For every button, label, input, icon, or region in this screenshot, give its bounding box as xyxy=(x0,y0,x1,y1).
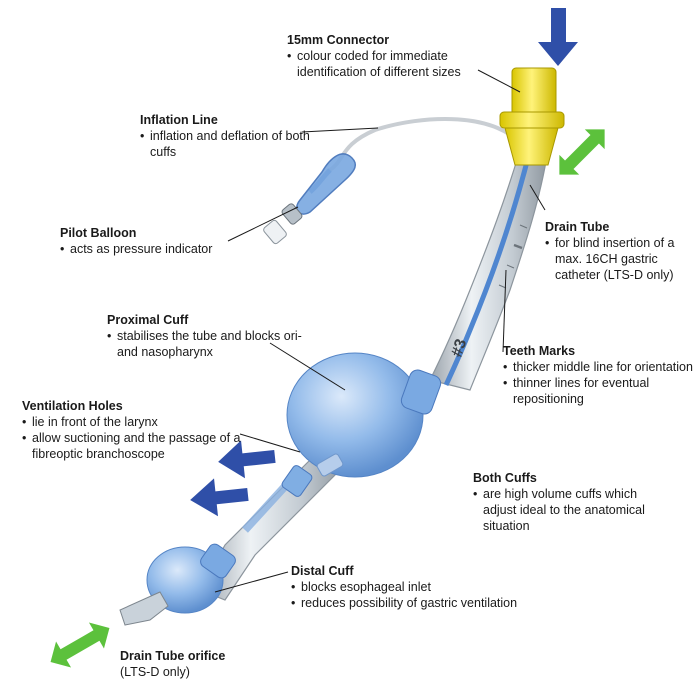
movement-arrow-icon xyxy=(559,129,605,175)
label-bullet: inflation and deflation of both cuffs xyxy=(140,128,310,160)
label-distal-cuff: Distal Cuff blocks esophageal inlet redu… xyxy=(291,563,561,611)
label-both-cuffs: Both Cuffs are high volume cuffs which a… xyxy=(473,470,673,534)
label-pilot-balloon: Pilot Balloon acts as pressure indicator xyxy=(60,225,240,257)
label-proximal-cuff: Proximal Cuff stabilises the tube and bl… xyxy=(107,312,312,360)
drain-orifice-tip xyxy=(119,591,169,626)
label-bullet: reduces possibility of gastric ventilati… xyxy=(291,595,561,611)
label-title: Both Cuffs xyxy=(473,471,537,485)
label-bullet: colour coded for immediate identificatio… xyxy=(287,48,497,80)
size-marking: #3 xyxy=(449,337,471,359)
label-title: Inflation Line xyxy=(140,113,218,127)
inflation-line xyxy=(328,116,527,172)
label-title: Drain Tube xyxy=(545,220,610,234)
label-bullet: lie in front of the larynx xyxy=(22,414,254,430)
label-title: 15mm Connector xyxy=(287,33,390,47)
teeth-marks xyxy=(498,224,528,289)
airflow-in-arrow-icon xyxy=(538,8,578,66)
label-drain-tube-orifice: Drain Tube orifice (LTS-D only) xyxy=(120,648,270,680)
label-bullet: thinner lines for eventual repositioning xyxy=(503,375,693,407)
pilot-balloon xyxy=(263,153,357,245)
drain-arrow-icon xyxy=(50,622,110,668)
leader-lines xyxy=(214,69,546,593)
label-bullet: acts as pressure indicator xyxy=(60,241,240,257)
proximal-cuff xyxy=(286,352,424,478)
drain-tube-channel xyxy=(443,149,533,387)
label-note: (LTS-D only) xyxy=(120,665,190,679)
label-title: Ventilation Holes xyxy=(22,399,123,413)
label-15mm-connector: 15mm Connector colour coded for immediat… xyxy=(287,32,497,80)
label-title: Teeth Marks xyxy=(503,344,576,358)
connector-15mm xyxy=(499,67,565,166)
label-bullet: thicker middle line for orientation xyxy=(503,359,693,375)
label-inflation-line: Inflation Line inflation and deflation o… xyxy=(140,112,310,160)
label-title: Proximal Cuff xyxy=(107,313,189,327)
label-drain-tube: Drain Tube for blind insertion of a max.… xyxy=(545,219,685,283)
green-arrows xyxy=(50,129,605,668)
label-title: Distal Cuff xyxy=(291,564,354,578)
airflow-out-arrow-icon-2 xyxy=(190,478,249,517)
label-ventilation-holes: Ventilation Holes lie in front of the la… xyxy=(22,398,254,462)
label-bullet: for blind insertion of a max. 16CH gastr… xyxy=(545,235,685,283)
label-teeth-marks: Teeth Marks thicker middle line for orie… xyxy=(503,343,693,407)
label-bullet: allow suctioning and the passage of a fi… xyxy=(22,430,254,462)
label-title: Pilot Balloon xyxy=(60,226,137,240)
label-title: Drain Tube orifice xyxy=(120,649,226,663)
airway-tube xyxy=(429,149,549,391)
label-bullet: blocks esophageal inlet xyxy=(291,579,561,595)
label-bullet: stabilises the tube and blocks ori- and … xyxy=(107,328,312,360)
label-bullet: are high volume cuffs which adjust ideal… xyxy=(473,486,673,534)
